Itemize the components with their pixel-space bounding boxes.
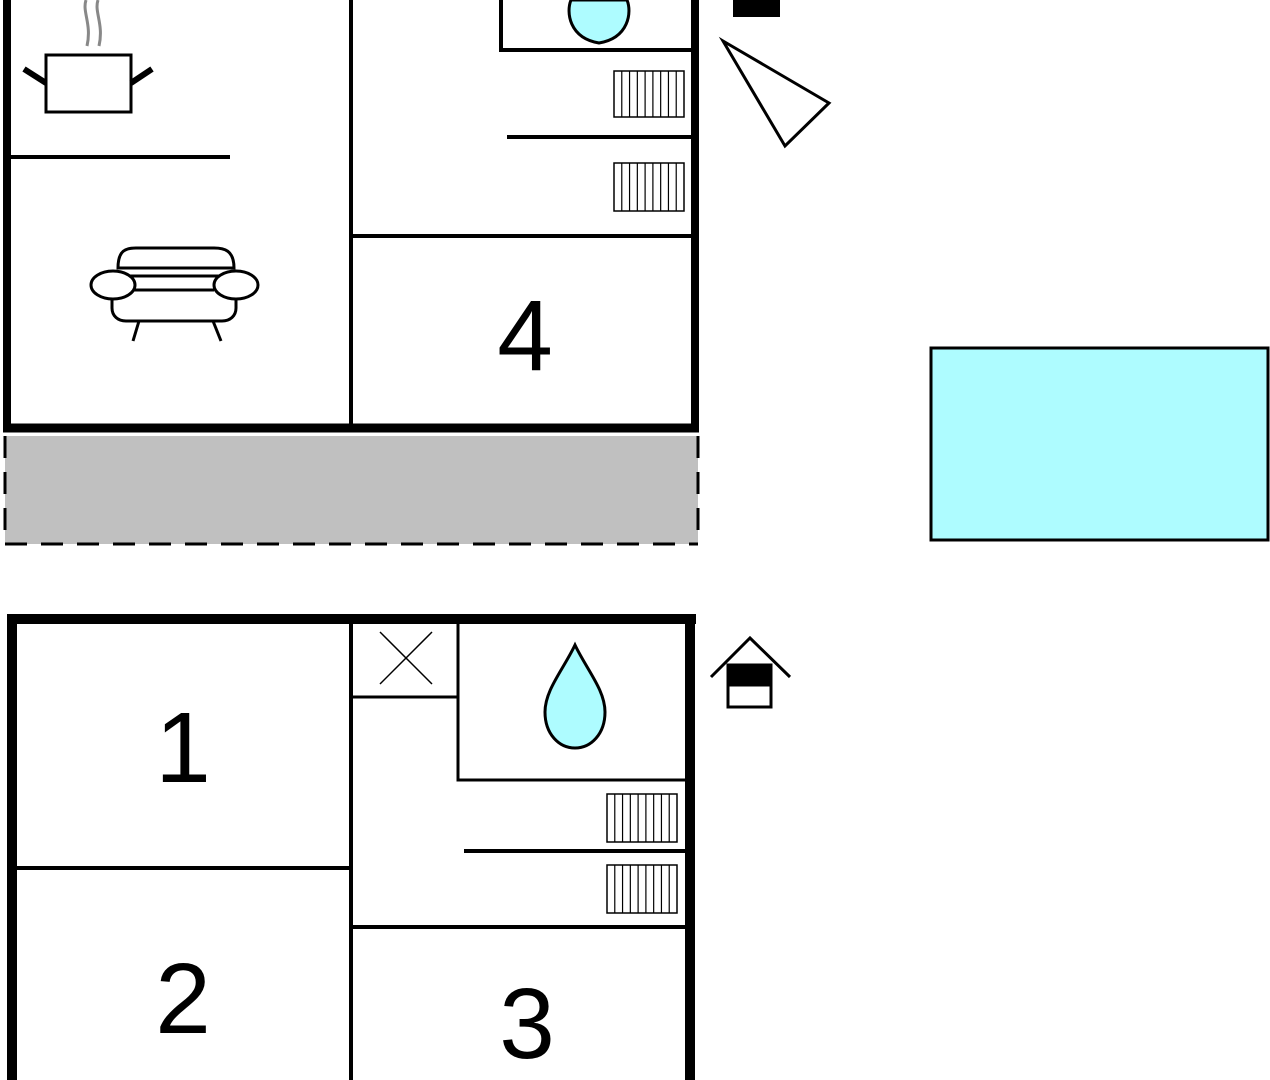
water-drop-icon — [567, 0, 631, 45]
radiator-icon — [613, 70, 685, 118]
pool-area — [929, 346, 1270, 542]
radiator-icon — [606, 864, 678, 914]
room-number: 2 — [155, 943, 211, 1055]
lower-floor: 1 2 3 — [7, 614, 696, 1080]
chimney-marker — [733, 0, 780, 17]
upper-floor: 4 — [3, 0, 699, 433]
room-number: 4 — [497, 280, 553, 392]
north-arrow-icon — [718, 36, 832, 149]
cross-box-icon — [379, 631, 433, 685]
house-entrance-icon — [709, 635, 792, 709]
water-drop-icon — [543, 641, 607, 750]
cooking-pot-icon — [22, 0, 154, 114]
upper-bathroom-wall — [499, 0, 693, 52]
room-number: 1 — [155, 692, 211, 804]
radiator-icon — [606, 793, 678, 843]
lower-bathroom-wall — [456, 697, 687, 782]
radiator-icon — [613, 162, 685, 212]
room-number: 3 — [499, 968, 555, 1080]
terrace-area — [3, 436, 700, 546]
sofa-icon — [89, 246, 260, 342]
